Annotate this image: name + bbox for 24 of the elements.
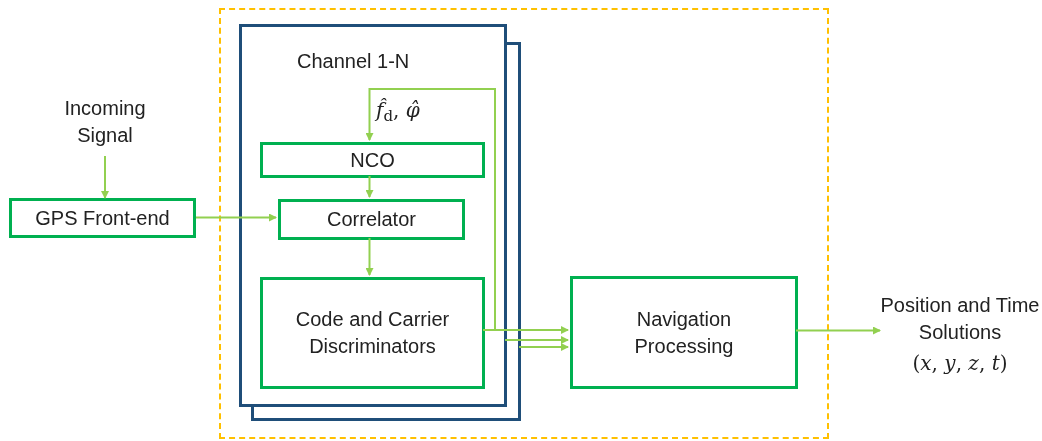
arrow xyxy=(365,175,374,198)
node-label: Incoming Signal xyxy=(63,96,147,148)
edge-label: f̂$_{d}$, φ̂ xyxy=(376,96,420,124)
node-label: Navigation Processing xyxy=(633,306,735,359)
arrow xyxy=(195,213,277,222)
process-box xyxy=(9,198,196,238)
process-box xyxy=(278,199,465,240)
arrow xyxy=(365,88,496,331)
arrow xyxy=(504,336,569,344)
math-expression: (x, y, z, t) xyxy=(912,349,1008,377)
node-label: GPS Front-end xyxy=(35,205,170,231)
panel-title: Channel 1-N xyxy=(297,49,410,74)
node-label: Code and Carrier Discriminators xyxy=(294,307,451,359)
arrow xyxy=(101,155,109,199)
process-box xyxy=(570,276,798,389)
arrow xyxy=(365,237,374,276)
node-label: NCO xyxy=(350,147,395,173)
arrow xyxy=(795,326,881,335)
stacked-channel-panels xyxy=(239,24,521,421)
node-label: Correlator xyxy=(327,207,416,232)
process-box xyxy=(260,277,485,389)
dashed-boundary-box xyxy=(219,8,829,439)
arrow xyxy=(518,343,569,351)
process-box xyxy=(260,142,485,178)
